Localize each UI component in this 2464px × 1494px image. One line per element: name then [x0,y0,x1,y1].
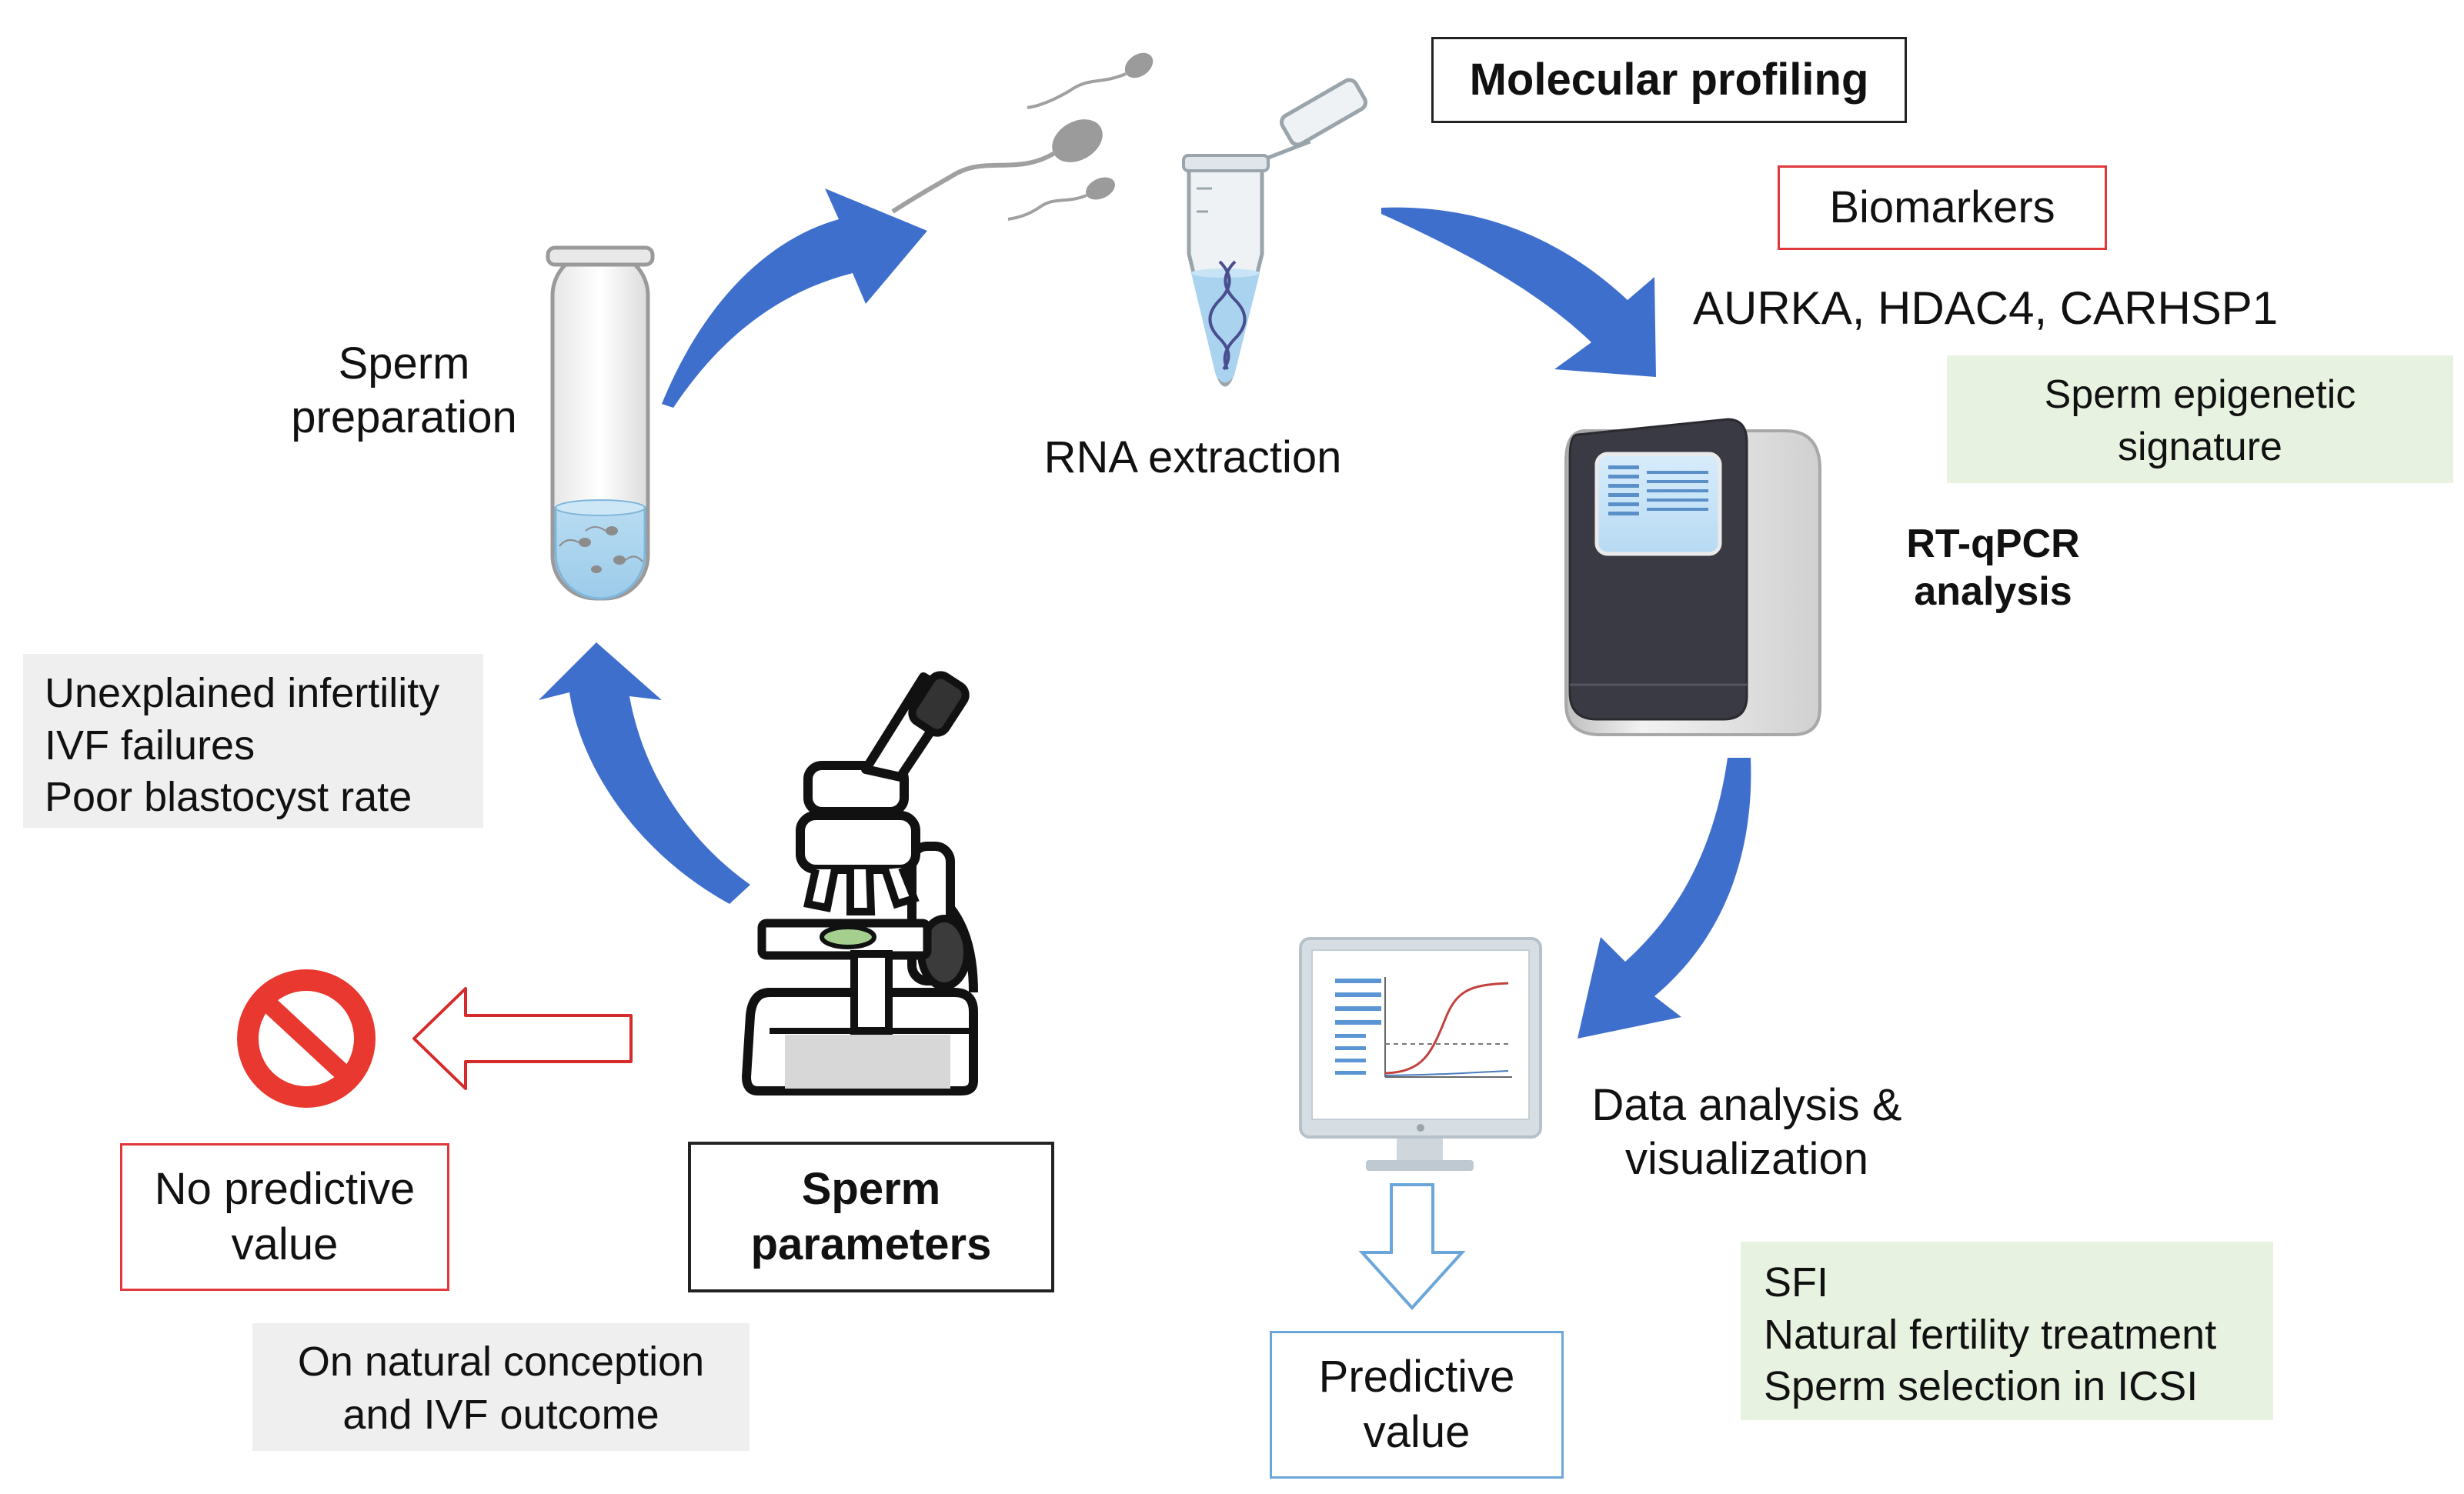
molecular-profiling-label: Molecular profiling [1469,54,1869,105]
cycle-arrow-rna-to-qpcr [1381,207,1656,377]
cycle-arrow-prep-to-sperm [662,188,927,408]
data-analysis-line-1: Data analysis & [1591,1080,1902,1130]
predictive-value-line-2: value [1363,1407,1471,1457]
sperm-cells-icon [891,52,1154,221]
sperm-preparation-line-2: preparation [291,392,517,442]
sperm-parameters-line-1: Sperm [801,1163,941,1214]
prohibited-icon [237,969,376,1108]
natural-conception-line-1: On natural conception [297,1339,705,1385]
qpcr-machine-icon [1564,418,1821,736]
cycle-arrow-params-to-prep [539,642,750,904]
biomarkers-box: Biomarkers [1778,165,2107,250]
indication-poor-blastocyst-rate: Poor blastocyst rate [45,774,412,820]
rna-extraction-label: RNA extraction [1043,432,1342,482]
sperm-preparation-label: Sperm preparation [262,337,546,444]
down-arrow-to-predictive-value [1358,1183,1466,1310]
application-icsi-selection: Sperm selection in ICSI [1764,1363,2199,1409]
indications-note: Unexplained infertility IVF failures Poo… [23,654,483,828]
molecular-profiling-box: Molecular profiling [1431,37,1907,123]
applications-note: SFI Natural fertility treatment Sperm se… [1741,1242,2273,1420]
epigenetic-signature-note: Sperm epigenetic signature [1947,355,2453,483]
no-predictive-value-box: No predictive value [120,1143,449,1291]
microcentrifuge-tube-icon [1182,78,1367,387]
cycle-arrow-qpcr-to-analysis [1578,758,1751,1039]
no-predictive-value-line-2: value [231,1219,339,1269]
natural-conception-line-2: and IVF outcome [342,1392,659,1439]
computer-monitor-icon [1299,937,1542,1171]
sperm-preparation-line-1: Sperm [338,338,470,389]
data-analysis-label: Data analysis & visualization [1562,1079,1931,1186]
predictive-value-line-1: Predictive [1318,1351,1515,1402]
microscope-icon [742,671,978,1095]
test-tube-icon [546,245,655,601]
data-analysis-line-2: visualization [1625,1133,1868,1184]
no-predictive-value-line-1: No predictive [154,1163,416,1214]
biomarker-genes-label: AURKA, HDAC4, CARHSP1 [1693,282,2279,334]
predictive-value-box: Predictive value [1270,1331,1564,1479]
application-natural-fertility: Natural fertility treatment [1764,1311,2217,1358]
rtqpcr-line-1: RT-qPCR [1906,522,2080,566]
indication-ivf-failures: IVF failures [45,722,255,769]
biomarkers-label: Biomarkers [1829,182,2055,232]
epigenetic-signature-line-1: Sperm epigenetic [2044,372,2356,417]
epigenetic-signature-line-2: signature [2118,424,2282,469]
hollow-left-arrow [412,987,633,1090]
sperm-parameters-line-2: parameters [750,1219,992,1269]
rtqpcr-label: RT-qPCR analysis [1851,520,2135,616]
sperm-parameters-box: Sperm parameters [688,1142,1054,1292]
application-sfi: SFI [1764,1259,1829,1306]
indication-unexplained-infertility: Unexplained infertility [45,670,440,716]
rtqpcr-line-2: analysis [1914,569,2072,615]
natural-conception-note: On natural conception and IVF outcome [252,1323,750,1451]
